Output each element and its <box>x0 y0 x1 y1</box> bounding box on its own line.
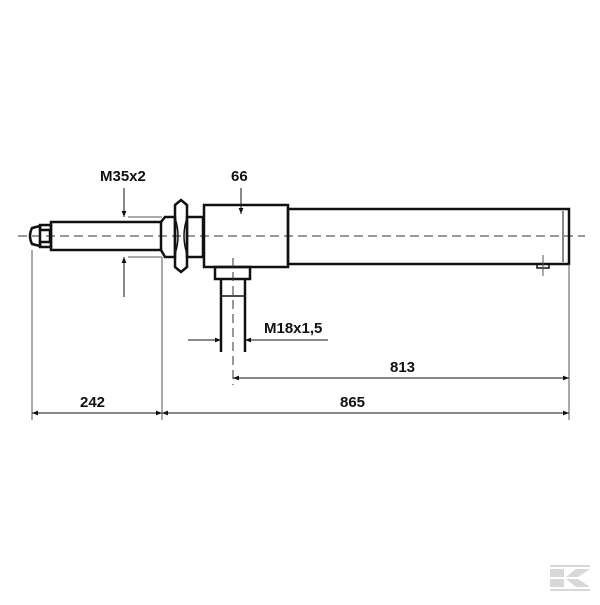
dim-thread-port: M18x1,5 <box>188 320 328 343</box>
piston-rod <box>49 220 163 252</box>
dim-thread-main: M35x2 <box>100 168 146 297</box>
dim-rod-length: 242 <box>32 394 162 416</box>
thread-bushing <box>185 215 205 259</box>
dim-total-body: 865 <box>162 394 569 416</box>
dim-port-to-end: 813 <box>233 359 569 381</box>
label-thread-port: M18x1,5 <box>264 320 322 337</box>
extension-lines <box>31 216 570 420</box>
label-rod-length: 242 <box>80 394 105 411</box>
rod-cone <box>159 215 177 259</box>
dim-block-width: 66 <box>231 168 248 214</box>
label-thread-main: M35x2 <box>100 168 146 185</box>
cylinder-tube <box>286 207 571 266</box>
lock-nut <box>173 198 189 274</box>
label-port-to-end: 813 <box>390 359 415 376</box>
brand-logo <box>550 565 590 591</box>
label-block-width: 66 <box>231 168 248 185</box>
label-total-body: 865 <box>340 394 365 411</box>
